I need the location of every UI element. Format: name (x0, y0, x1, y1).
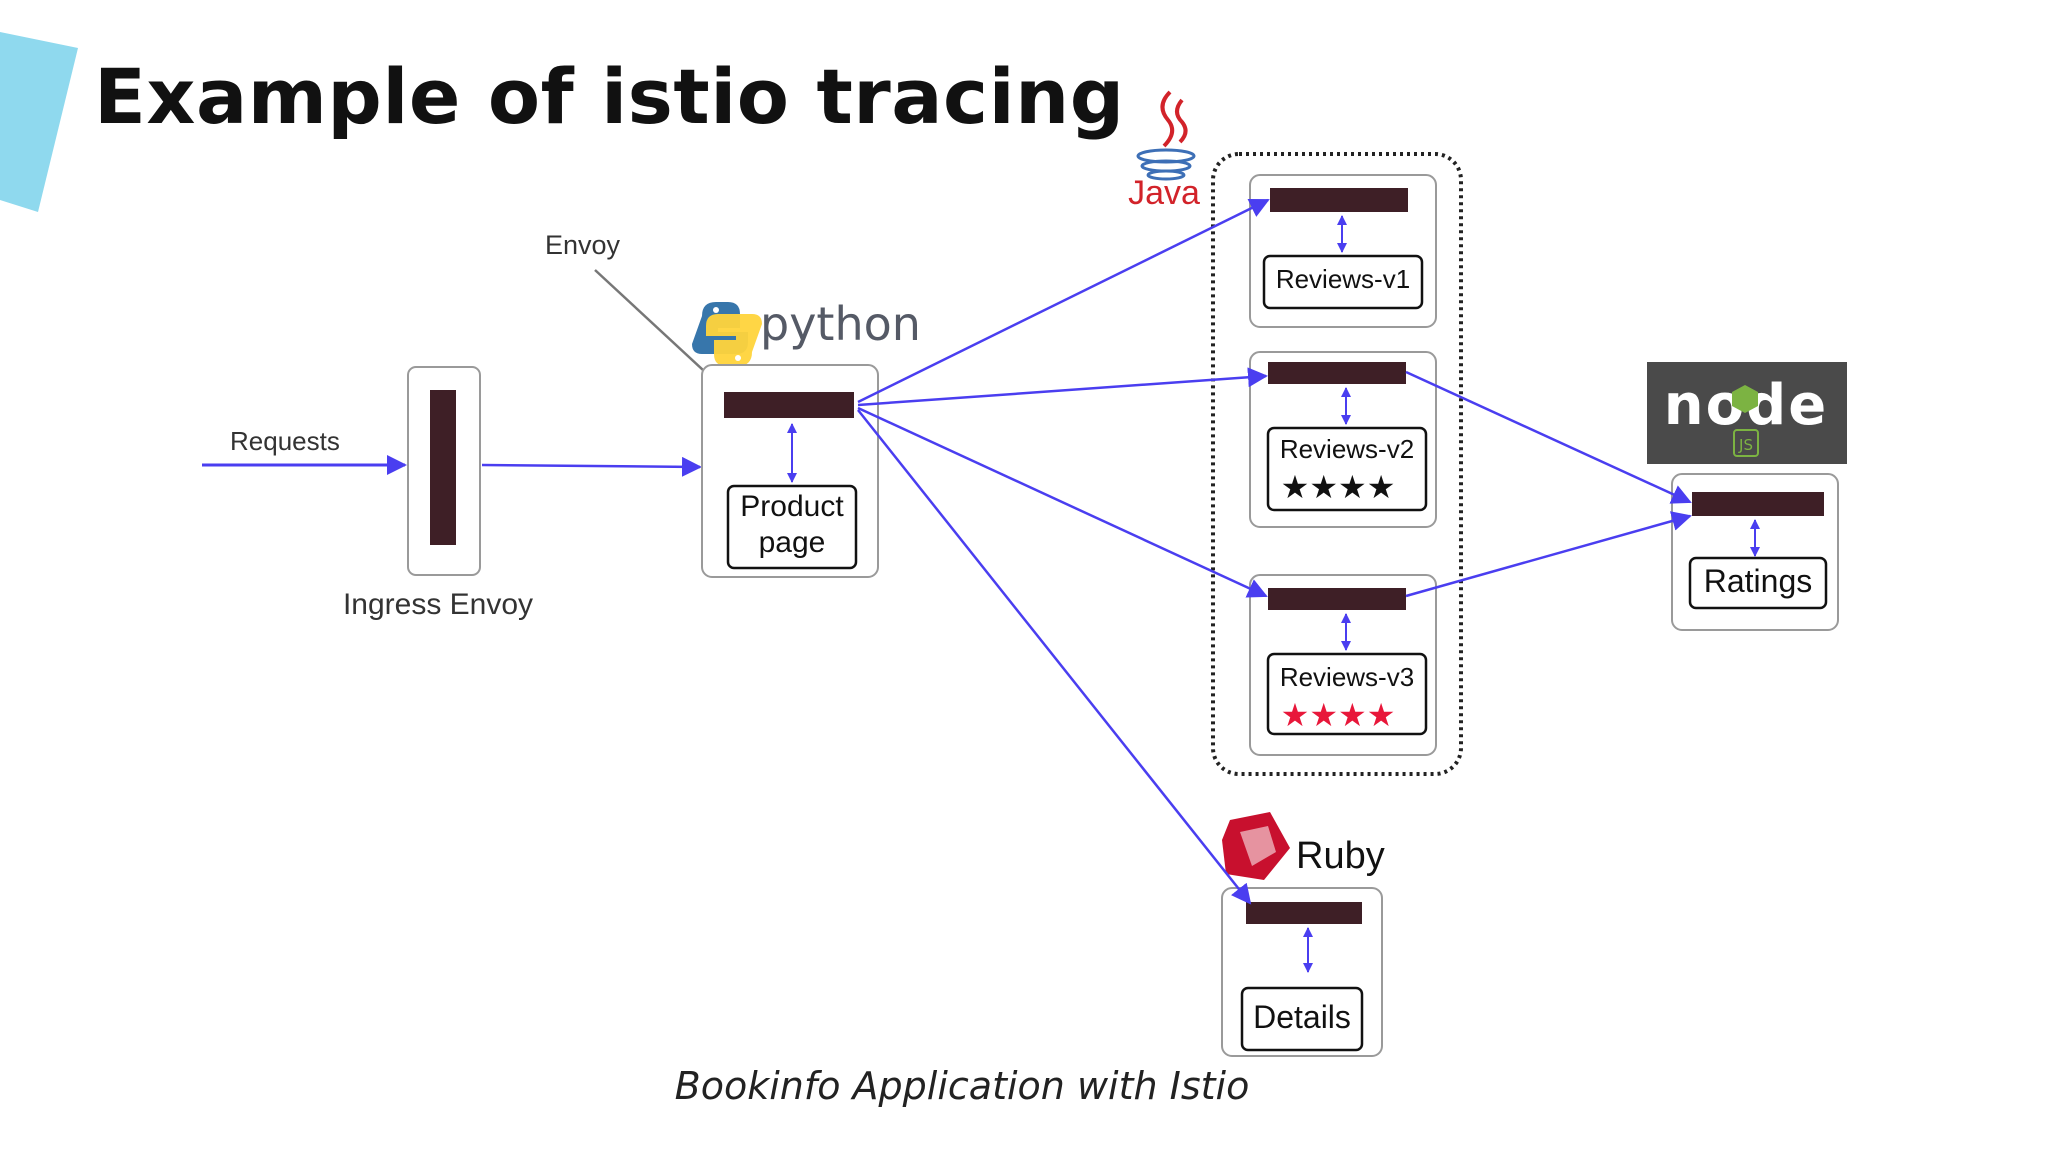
ruby-logo-text: Ruby (1296, 835, 1385, 877)
ingress-envoy-label: Ingress Envoy (343, 588, 533, 621)
nodejs-logo: node JS (1647, 362, 1847, 464)
ingress-to-productpage-arrow (481, 456, 702, 477)
reviews-v2-label: Reviews-v2 (1280, 434, 1414, 464)
nodejs-js-badge-text: JS (1738, 436, 1753, 454)
productpage-to-details-arrow (857, 409, 1252, 905)
python-logo-text: python (760, 297, 921, 351)
slide-caption: Bookinfo Application with Istio (674, 1064, 1250, 1108)
reviews-v1-label: Reviews-v1 (1276, 264, 1410, 294)
java-steam (1160, 90, 1188, 148)
nodejs-logo-background (1647, 362, 1847, 464)
reviews-v2-stars: ★★★★ (1281, 468, 1396, 506)
details-service-box (1240, 986, 1364, 1052)
ratings-envoy-bar (1692, 492, 1824, 516)
reviews-v3-stars: ★★★★ (1281, 696, 1396, 734)
requests-label: Requests (230, 426, 340, 456)
details-label: Details (1253, 999, 1351, 1035)
reviews-v3-to-ratings-arrow (1405, 511, 1692, 598)
slide-accent-shape (0, 32, 78, 212)
nodejs-js-badge (1733, 429, 1759, 457)
ratings-label: Ratings (1704, 563, 1813, 599)
envoy-label: Envoy (545, 230, 621, 260)
python-icon (692, 302, 762, 366)
reviews-v1-envoy-bar (1270, 188, 1408, 212)
java-logo: Java (1128, 90, 1200, 212)
productpage-label-line1: Product (740, 490, 844, 523)
reviews-v2-service-box (1266, 426, 1428, 512)
python-logo: python (692, 297, 921, 366)
reviews-v1-service-box (1262, 254, 1424, 310)
productpage-to-reviews-v1-arrow (857, 198, 1270, 404)
productpage-to-reviews-v2-arrow (857, 367, 1268, 407)
reviews-group-dotted-border (1211, 152, 1463, 776)
reviews-v3-envoy-bar (1268, 588, 1406, 610)
productpage-label-line2: page (759, 526, 826, 559)
ruby-logo: Ruby (1222, 812, 1385, 880)
reviews-v2-envoy-bar (1268, 362, 1406, 384)
ingress-envoy-bar (430, 390, 456, 545)
ratings-service-box (1688, 556, 1828, 610)
reviews-v3-service-box (1266, 652, 1428, 736)
productpage-to-reviews-v3-arrow (857, 406, 1268, 598)
slide-title: Example of istio tracing (94, 52, 1125, 141)
nodejs-hexagon (1732, 385, 1758, 413)
details-envoy-bar (1246, 902, 1362, 924)
reviews-v2-to-ratings-arrow (1405, 370, 1692, 504)
productpage-envoy-bar (724, 392, 854, 418)
reviews-v3-label: Reviews-v3 (1280, 662, 1414, 692)
productpage-service-box (726, 484, 858, 570)
java-logo-text: Java (1128, 174, 1200, 212)
